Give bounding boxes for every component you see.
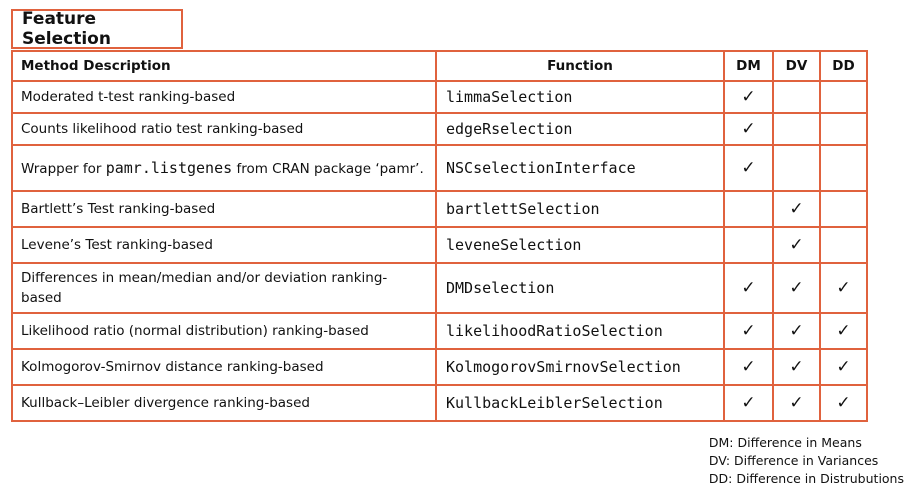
table-header-row: Method Description Function DM DV DD [11, 50, 868, 82]
description-text: from CRAN package ‘pamr’. [232, 160, 424, 177]
dm-cell [723, 190, 774, 228]
dv-cell: ✓ [772, 226, 821, 264]
checkmark-icon: ✓ [741, 321, 756, 341]
checkmark-icon: ✓ [789, 357, 804, 377]
dd-cell [819, 190, 868, 228]
description-code: pamr.listgenes [105, 158, 233, 177]
checkmark-icon: ✓ [789, 235, 804, 255]
checkmark-icon: ✓ [789, 278, 804, 298]
dd-cell [819, 226, 868, 264]
dd-cell: ✓ [819, 348, 868, 386]
checkmark-icon: ✓ [836, 393, 851, 413]
table-row: Counts likelihood ratio test ranking-bas… [11, 112, 868, 146]
checkmark-icon: ✓ [741, 278, 756, 298]
dd-cell [819, 144, 868, 192]
legend-item-dv: DV: Difference in Variances [708, 453, 879, 468]
dd-cell: ✓ [819, 262, 868, 314]
description-text: Wrapper for [21, 160, 106, 177]
legend: DM: Difference in Means DV: Difference i… [709, 434, 904, 488]
checkmark-icon: ✓ [789, 321, 804, 341]
dm-cell: ✓ [723, 112, 774, 146]
checkmark-icon: ✓ [741, 87, 756, 107]
method-description-cell: Kullback–Leibler divergence ranking-base… [11, 384, 437, 422]
checkmark-icon: ✓ [741, 119, 756, 139]
dd-cell [819, 80, 868, 114]
checkmark-icon: ✓ [836, 357, 851, 377]
table-row: Likelihood ratio (normal distribution) r… [11, 312, 868, 350]
dv-cell: ✓ [772, 348, 821, 386]
method-description-cell: Likelihood ratio (normal distribution) r… [11, 312, 437, 350]
checkmark-icon: ✓ [836, 321, 851, 341]
checkmark-icon: ✓ [741, 357, 756, 377]
table-row: Wrapper for pamr.listgenes from CRAN pac… [11, 144, 868, 192]
header-function: Function [435, 50, 725, 82]
header-method-description: Method Description [11, 50, 437, 82]
header-dd: DD [819, 50, 868, 82]
method-description-cell: Levene’s Test ranking-based [11, 226, 437, 264]
method-description-cell: Moderated t-test ranking-based [11, 80, 437, 114]
dv-cell: ✓ [772, 312, 821, 350]
dv-cell [772, 112, 821, 146]
dm-cell: ✓ [723, 80, 774, 114]
dv-cell [772, 80, 821, 114]
table-row: Differences in mean/median and/or deviat… [11, 262, 868, 314]
dd-cell: ✓ [819, 384, 868, 422]
page-title: Feature Selection [11, 9, 183, 49]
function-name-cell: NSCselectionInterface [435, 144, 725, 192]
dv-cell: ✓ [772, 384, 821, 422]
header-dv: DV [772, 50, 821, 82]
dv-cell: ✓ [772, 190, 821, 228]
function-name-cell: bartlettSelection [435, 190, 725, 228]
checkmark-icon: ✓ [789, 199, 804, 219]
checkmark-icon: ✓ [741, 393, 756, 413]
function-name-cell: leveneSelection [435, 226, 725, 264]
function-name-cell: DMDselection [435, 262, 725, 314]
method-description-cell: Differences in mean/median and/or deviat… [11, 262, 437, 314]
dm-cell: ✓ [723, 348, 774, 386]
dm-cell [723, 226, 774, 264]
method-description-cell: Wrapper for pamr.listgenes from CRAN pac… [11, 144, 437, 192]
checkmark-icon: ✓ [836, 278, 851, 298]
dv-cell [772, 144, 821, 192]
dv-cell: ✓ [772, 262, 821, 314]
function-name-cell: edgeRselection [435, 112, 725, 146]
function-name-cell: likelihoodRatioSelection [435, 312, 725, 350]
table-row: Kullback–Leibler divergence ranking-base… [11, 384, 868, 422]
method-description-cell: Kolmogorov-Smirnov distance ranking-base… [11, 348, 437, 386]
dm-cell: ✓ [723, 262, 774, 314]
header-dm: DM [723, 50, 774, 82]
legend-item-dd: DD: Difference in Distrubutions [708, 471, 904, 486]
function-name-cell: limmaSelection [435, 80, 725, 114]
function-name-cell: KolmogorovSmirnovSelection [435, 348, 725, 386]
function-name-cell: KullbackLeiblerSelection [435, 384, 725, 422]
dm-cell: ✓ [723, 312, 774, 350]
dm-cell: ✓ [723, 144, 774, 192]
checkmark-icon: ✓ [789, 393, 804, 413]
legend-item-dm: DM: Difference in Means [708, 435, 862, 450]
method-description-cell: Counts likelihood ratio test ranking-bas… [11, 112, 437, 146]
dd-cell [819, 112, 868, 146]
checkmark-icon: ✓ [741, 158, 756, 178]
feature-selection-table: Method Description Function DM DV DD Mod… [11, 50, 868, 422]
dm-cell: ✓ [723, 384, 774, 422]
method-description-cell: Bartlett’s Test ranking-based [11, 190, 437, 228]
dd-cell: ✓ [819, 312, 868, 350]
table-row: Kolmogorov-Smirnov distance ranking-base… [11, 348, 868, 386]
